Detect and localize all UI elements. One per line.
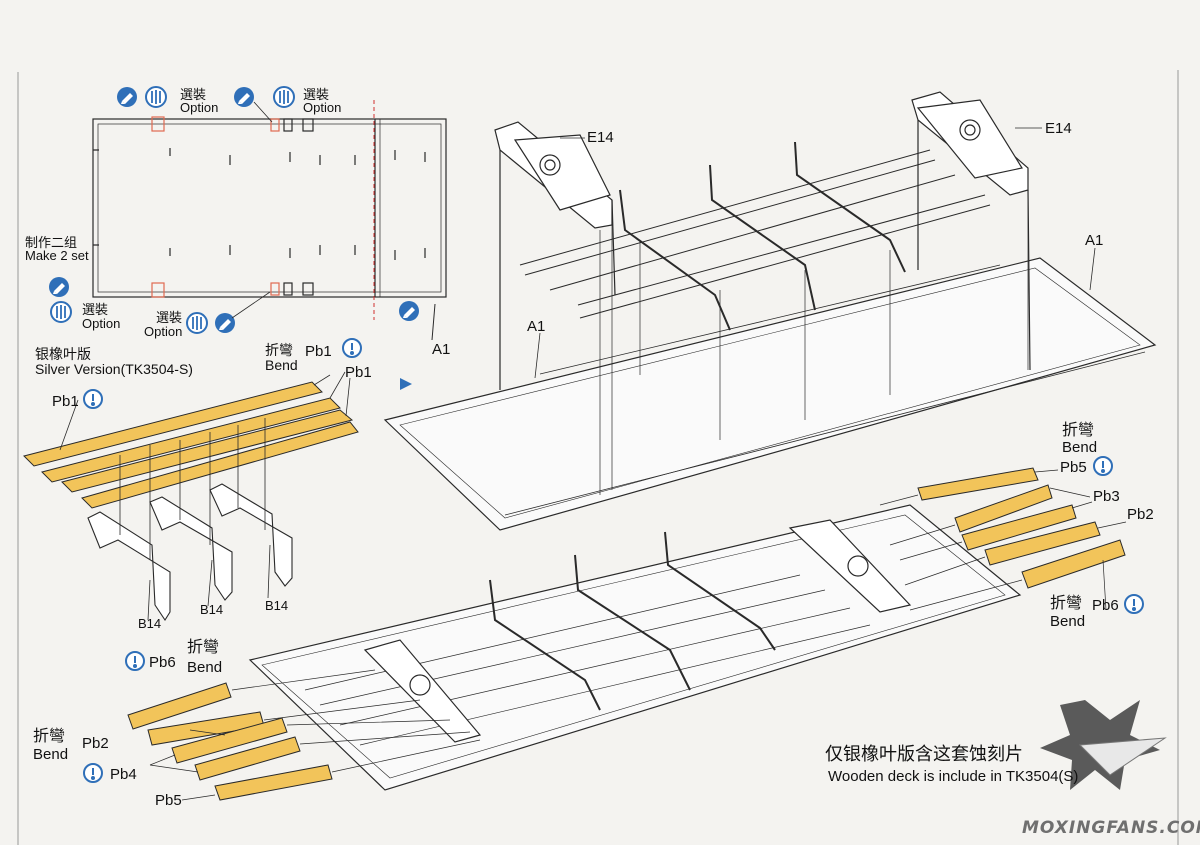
part-pb1-label: Pb1 (52, 393, 79, 410)
part-pb6-label: Pb6 (149, 654, 176, 671)
part-pb2-label: Pb2 (82, 735, 109, 752)
bend-en-label: Bend (187, 659, 223, 676)
hole-icon (342, 338, 362, 358)
part-a1-label: A1 (527, 318, 546, 335)
hole-icon (1093, 456, 1113, 476)
part-a1-label: A1 (432, 341, 451, 358)
option-leader (231, 291, 271, 319)
hole-icon (1124, 594, 1144, 614)
option-cn-label: 選裝 (156, 310, 183, 325)
part-pb5-label: Pb5 (1060, 459, 1087, 476)
b14-assembly-arrows (119, 418, 266, 560)
part-pb1-label: Pb1 (305, 343, 332, 360)
part-b14-label: B14 (265, 598, 289, 613)
pb1-strips (23, 381, 359, 509)
part-pb2-label: Pb2 (1127, 506, 1154, 523)
option-cn-label: 選裝 (303, 87, 330, 102)
bend-cn-label: 折彎 (33, 728, 66, 745)
watermark: MOXINGFANS.COM (1022, 818, 1200, 838)
bend-cn-label: 折彎 (1062, 422, 1095, 439)
option-en-label: Option (303, 100, 342, 115)
make-2-cn-label: 制作二组 (25, 235, 78, 250)
bend-cn-label: 折彎 (1050, 595, 1083, 612)
deck-plan-view (92, 116, 447, 298)
hole-icon (83, 763, 103, 783)
hole-icon (83, 389, 103, 409)
part-e14-label: E14 (587, 129, 614, 146)
option-en-label: Option (180, 100, 219, 115)
silver-version-en-label: Silver Version(TK3504-S) (35, 361, 193, 377)
option-cn-label: 選裝 (82, 302, 109, 317)
part-b14-label: B14 (200, 602, 224, 617)
wooden-deck-en-note: Wooden deck is include in TK3504(S) (828, 768, 1079, 785)
hole-icon (125, 651, 145, 671)
bend-tool-icon (49, 277, 69, 297)
drill-icon (273, 86, 295, 108)
part-pb6-label: Pb6 (1092, 597, 1119, 614)
part-pb1-label: Pb1 (345, 364, 372, 381)
option-leader (253, 101, 273, 123)
bend-en-label: Bend (1062, 439, 1098, 456)
bend-en-label: Bend (1050, 613, 1086, 630)
bend-cn-label: 折彎 (187, 639, 220, 656)
plank-guide-lines (149, 469, 1127, 801)
part-pb3-label: Pb3 (1093, 488, 1120, 505)
bend-en-label: Bend (265, 357, 298, 373)
lower-hull-assembly (248, 504, 1022, 791)
b14-leaders (147, 544, 271, 621)
drill-icon (186, 312, 208, 334)
pb1-leaders (59, 371, 351, 451)
part-a1-label: A1 (1085, 232, 1104, 249)
part-b14-label: B14 (138, 616, 162, 631)
a1-leaders (534, 247, 1096, 379)
moxingfans-logo (1040, 700, 1167, 790)
wooden-deck-cn-note: 仅银橡叶版含这套蚀刻片 (825, 744, 1023, 764)
pb-planks-left (127, 682, 333, 801)
drill-icon (145, 86, 167, 108)
bend-tool-icon (234, 87, 254, 107)
pb-planks-right (917, 467, 1126, 589)
bend-en-label: Bend (33, 746, 69, 763)
bend-tool-icon (215, 313, 235, 333)
b14-frames (87, 483, 293, 622)
part-pb5-label: Pb5 (155, 792, 182, 809)
part-e14-label: E14 (1045, 120, 1072, 137)
bend-cn-label: 折彎 (265, 342, 293, 358)
option-cn-label: 選裝 (180, 87, 207, 102)
bend-tool-icon (117, 87, 137, 107)
option-en-label: Option (82, 316, 121, 331)
silver-version-cn-label: 银橡叶版 (35, 346, 91, 362)
upper-hull-assembly (383, 91, 1157, 531)
make-2-en-label: Make 2 set (25, 248, 89, 263)
drill-icon (50, 301, 72, 323)
bend-tool-icon (399, 301, 419, 321)
part-pb4-label: Pb4 (110, 766, 137, 783)
option-en-label: Option (144, 324, 183, 339)
direction-arrow-icon (400, 378, 412, 390)
leader-a1-plan (431, 303, 436, 341)
